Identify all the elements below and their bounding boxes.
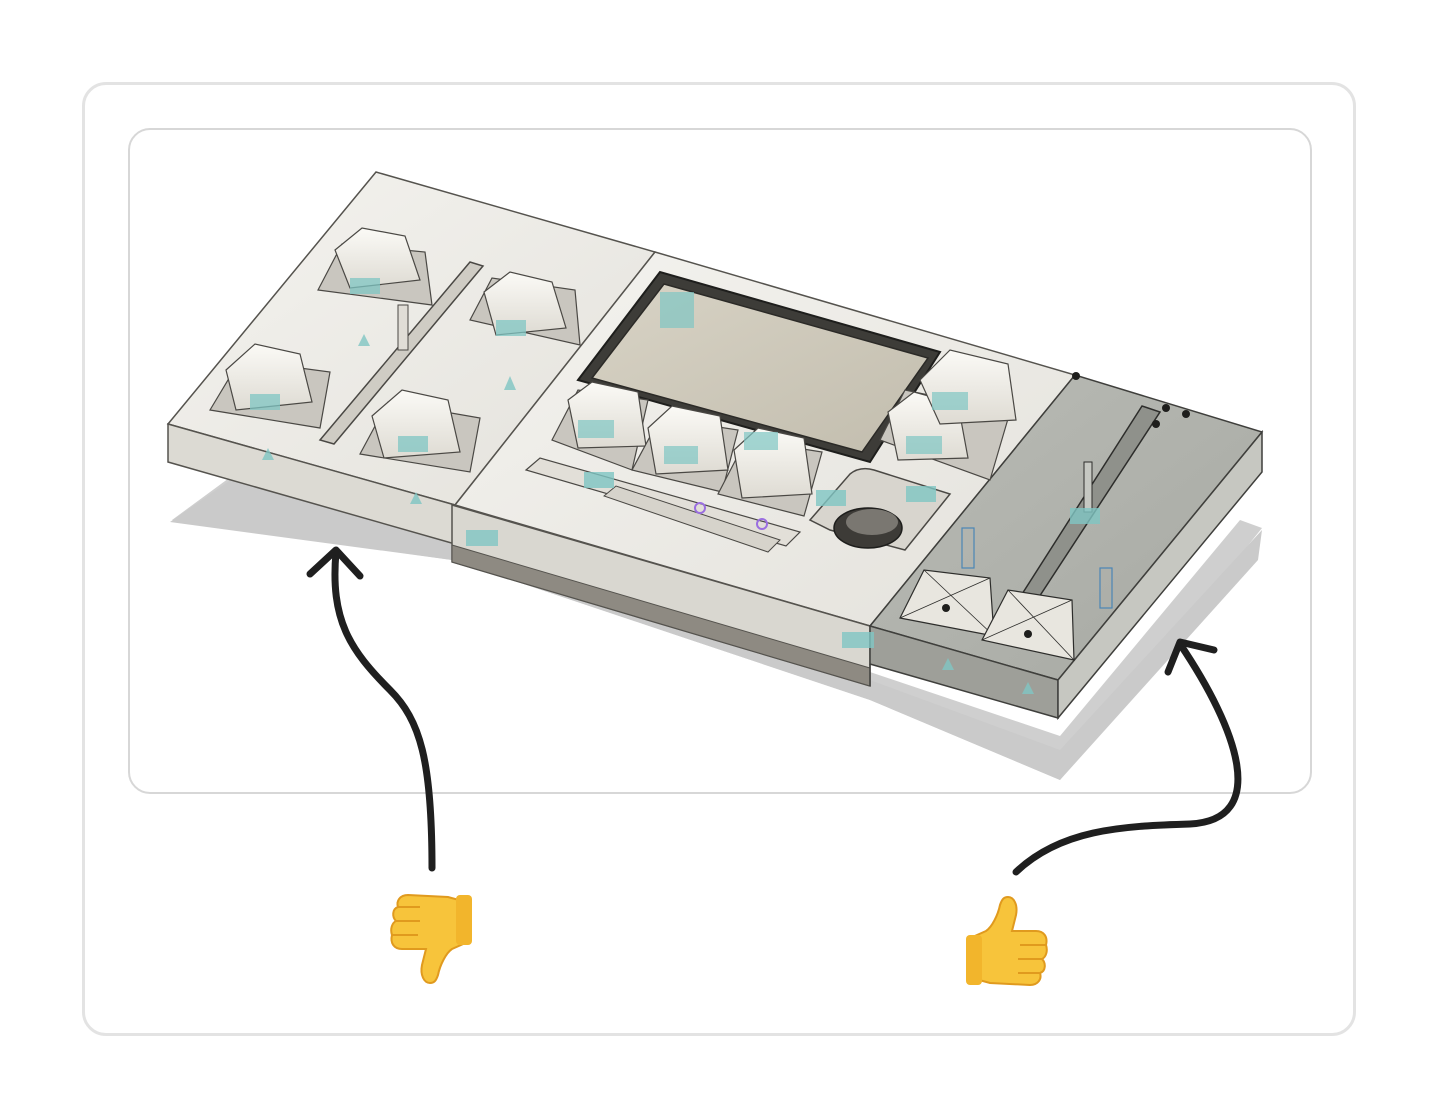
keycap xyxy=(981,589,1075,661)
keycap xyxy=(359,389,481,473)
keycap xyxy=(469,271,581,346)
thumbs-up-icon xyxy=(966,895,1048,987)
right-keycaps xyxy=(899,527,1113,661)
middle-keycaps xyxy=(551,349,1017,517)
thumbs-down-icon xyxy=(390,893,472,985)
keycap xyxy=(317,227,433,306)
keycap xyxy=(551,381,649,471)
keycap xyxy=(899,569,995,637)
left-keycaps xyxy=(209,227,581,473)
sketch-markers xyxy=(262,334,1100,694)
keycap xyxy=(717,427,823,517)
arrow-left xyxy=(306,546,436,872)
keycap xyxy=(919,349,1017,425)
keycap xyxy=(631,405,739,493)
keycap xyxy=(209,343,331,429)
left-slider-slot xyxy=(318,261,485,445)
arrow-right xyxy=(1012,638,1242,876)
